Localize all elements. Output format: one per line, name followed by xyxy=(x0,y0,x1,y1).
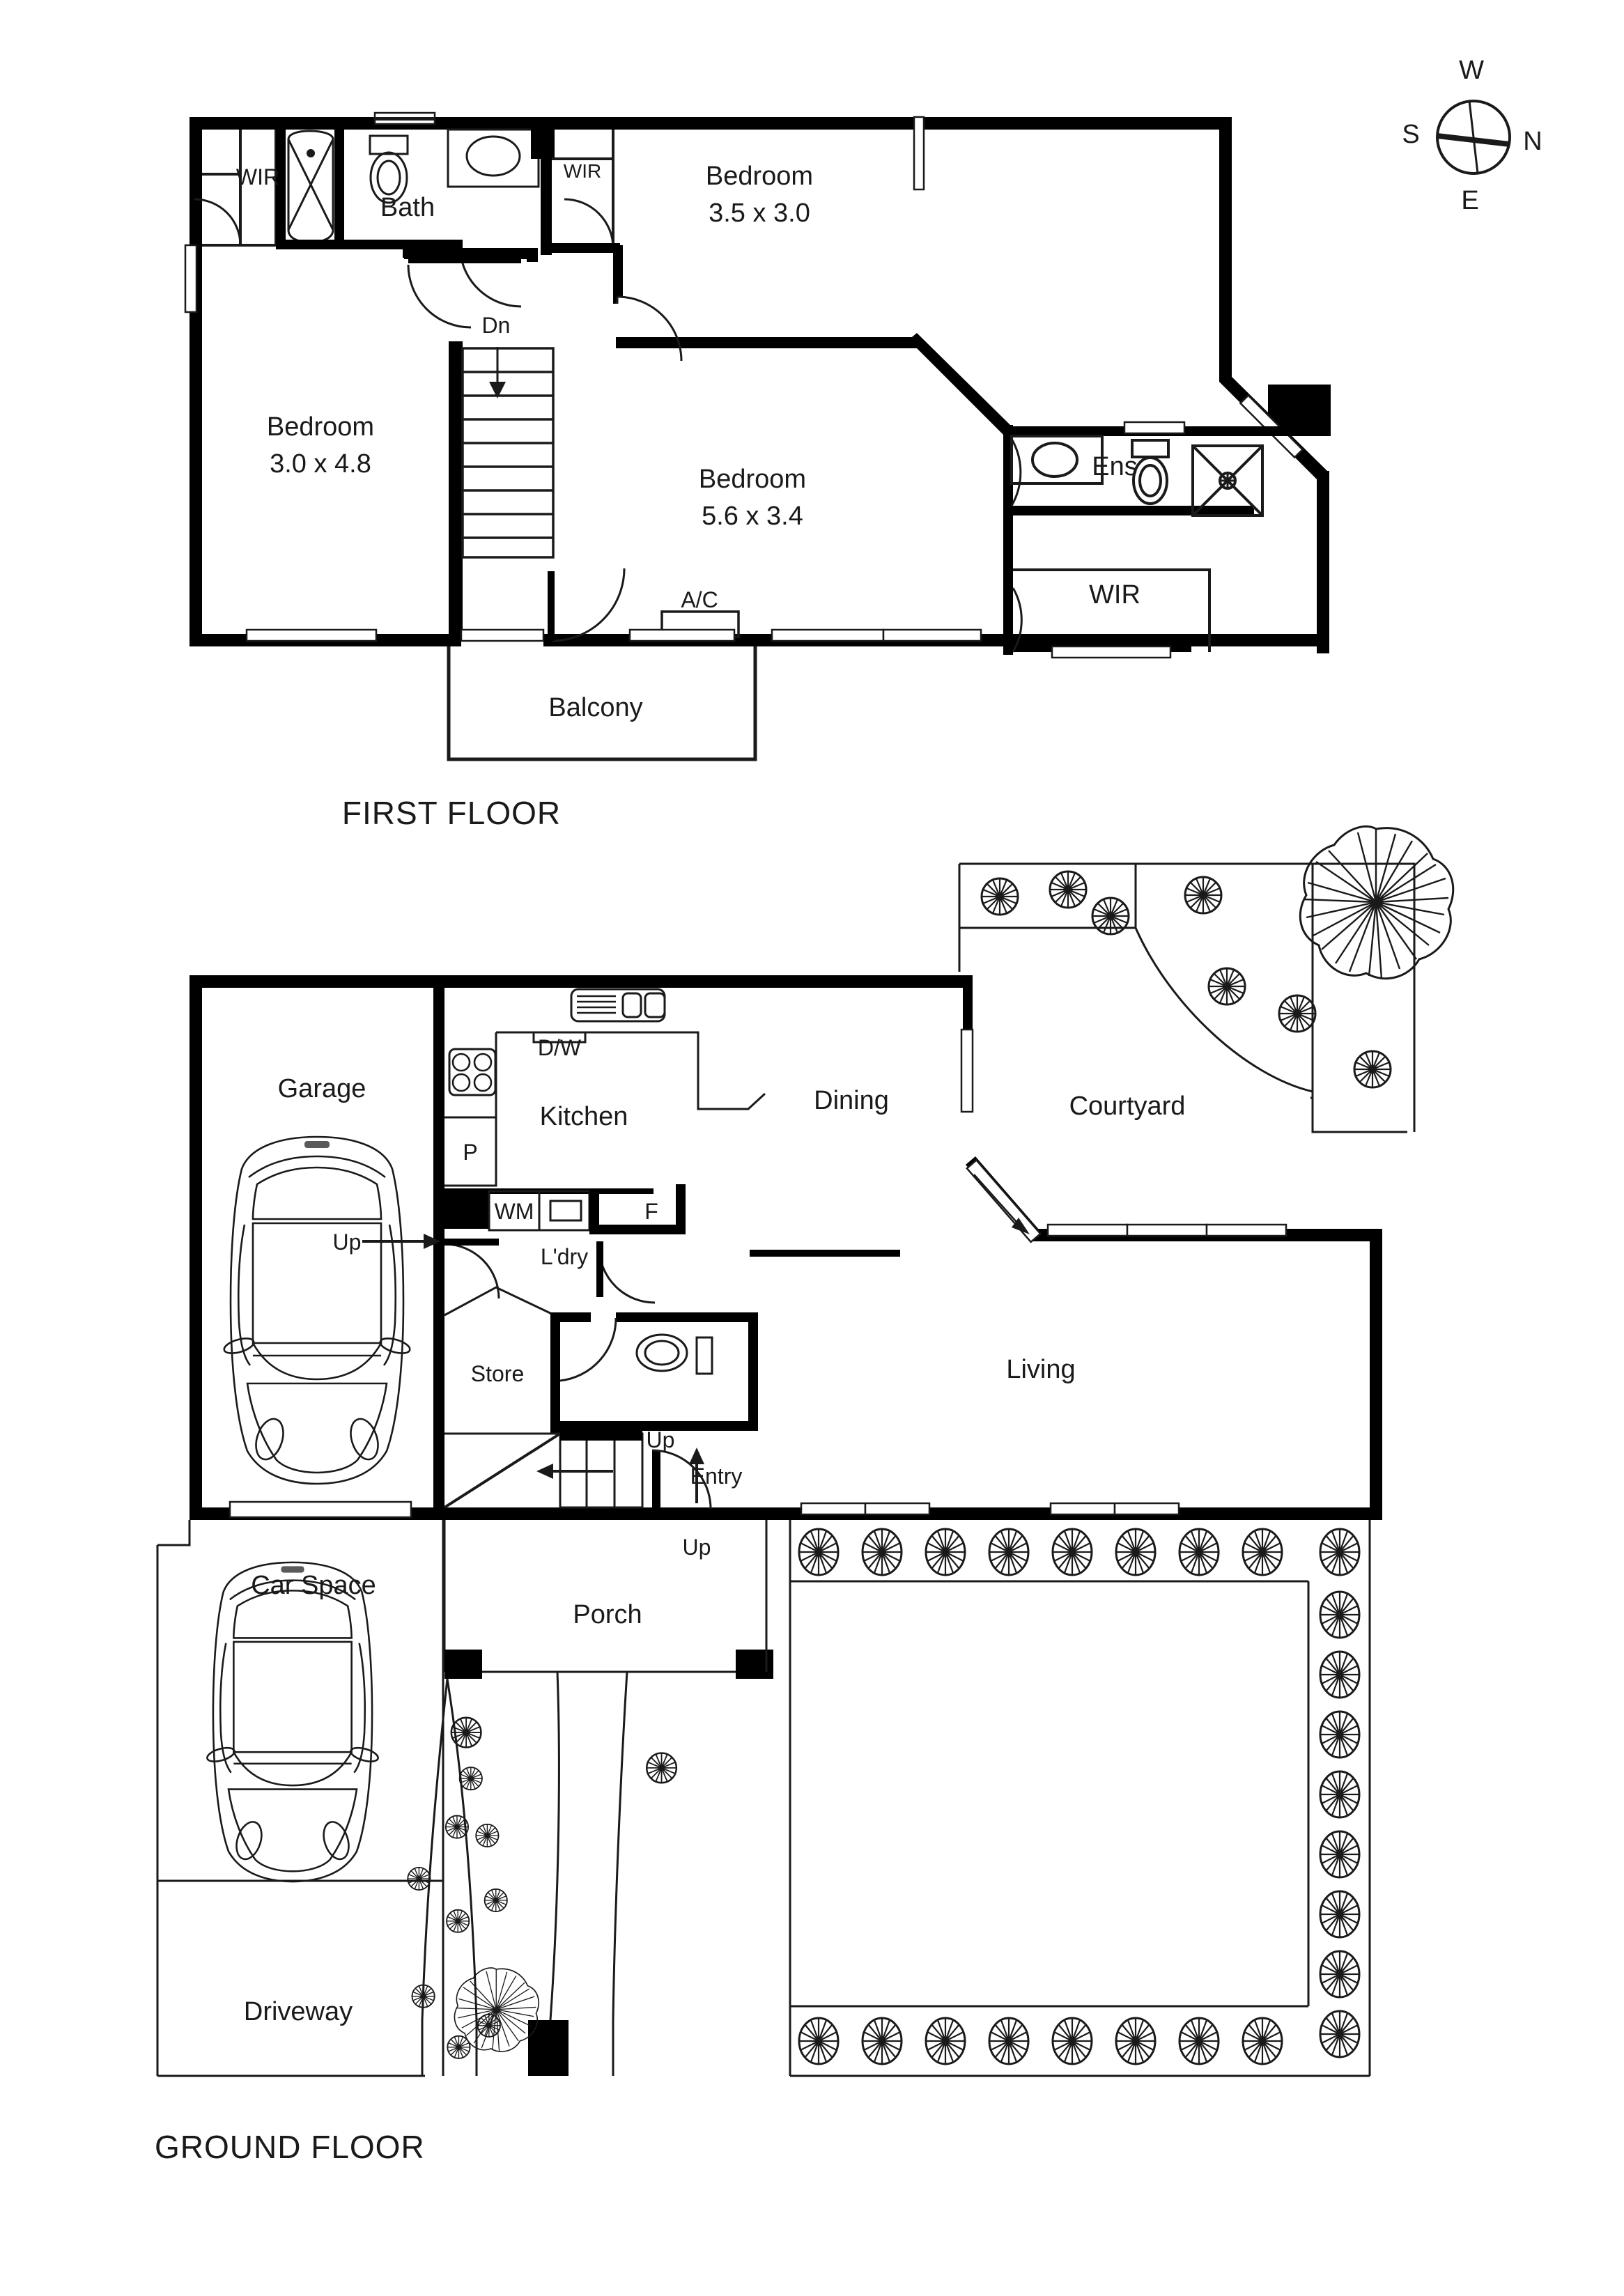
garage-car-icon xyxy=(223,1135,411,1485)
ground-floor-plan: Garage Kitchen Dining Courtyard Living L… xyxy=(155,825,1455,2165)
first-floor-bed1-walls xyxy=(613,245,1012,435)
room-label-entry: Entry xyxy=(690,1464,743,1489)
first-floor-bed1-door xyxy=(616,295,683,362)
room-label-wir-first-mid: WIR xyxy=(564,160,601,182)
compass-label-west: W xyxy=(1459,56,1484,85)
room-dims-bedroom-1: 3.5 x 3.0 xyxy=(709,199,810,228)
room-label-kitchen: Kitchen xyxy=(540,1102,628,1131)
room-label-living: Living xyxy=(1006,1355,1075,1384)
dining-bench xyxy=(750,1250,900,1257)
room-label-porch: Porch xyxy=(573,1600,642,1629)
first-floor-ens-block xyxy=(1003,421,1331,659)
room-label-laundry: L'dry xyxy=(541,1244,588,1269)
compass-label-south: S xyxy=(1402,120,1419,149)
stairs-down-label: Dn xyxy=(482,313,511,338)
compass-label-north: N xyxy=(1523,127,1542,156)
first-floor-wall-fragments xyxy=(276,117,555,262)
carspace-car-icon xyxy=(206,1561,379,1883)
room-label-bedroom-2: Bedroom xyxy=(267,412,374,442)
room-label-bath: Bath xyxy=(380,193,435,222)
room-label-car-space: Car Space xyxy=(251,1571,376,1600)
stairs-up-hall-label: Up xyxy=(647,1427,675,1452)
room-dims-bedroom-3: 5.6 x 3.4 xyxy=(702,502,803,531)
washing-machine-label: WM xyxy=(495,1199,534,1224)
room-label-garage: Garage xyxy=(278,1074,366,1103)
first-floor-balcony xyxy=(447,646,757,761)
kitchen-fixtures xyxy=(444,988,766,1187)
pantry-label: P xyxy=(463,1140,477,1165)
gate-post xyxy=(528,2020,569,2076)
first-floor-plan: WIR Bath WIR Bedroom 3.5 x 3.0 Bedroom 3… xyxy=(184,111,1331,831)
room-label-wir-first-left: WIR xyxy=(236,164,279,189)
ground-floor-openings xyxy=(229,1028,1287,1519)
room-label-courtyard: Courtyard xyxy=(1069,1092,1186,1121)
store-wc-stairs xyxy=(443,1286,758,1510)
front-garden-outline xyxy=(789,1520,1371,2077)
aircon-label: A/C xyxy=(681,587,718,612)
balcony-door-leaf xyxy=(548,571,555,641)
ground-floor-title: GROUND FLOOR xyxy=(155,2129,425,2165)
laundry-fixtures xyxy=(362,1184,686,1304)
room-dims-bedroom-2: 3.0 x 4.8 xyxy=(270,449,371,479)
room-label-store: Store xyxy=(471,1361,524,1386)
first-floor-stairs xyxy=(461,347,555,559)
fridge-label: F xyxy=(644,1199,658,1224)
room-label-dining: Dining xyxy=(814,1086,889,1115)
room-label-ens: Ens xyxy=(1092,452,1137,481)
room-label-bedroom-3: Bedroom xyxy=(699,465,806,494)
stairs-up-entry-label: Up xyxy=(683,1535,711,1560)
compass-rose xyxy=(1436,100,1511,175)
first-floor-wir2 xyxy=(552,130,620,253)
first-floor-title: FIRST FLOOR xyxy=(342,795,561,831)
first-floor-balcony-windows xyxy=(245,628,982,642)
dishwasher-label: D/W xyxy=(538,1035,582,1060)
room-label-bedroom-1: Bedroom xyxy=(706,162,813,191)
porch-outline xyxy=(443,1520,773,1679)
room-label-wir-first-right: WIR xyxy=(1089,580,1140,610)
stairs-up-laundry-label: Up xyxy=(333,1230,362,1255)
balcony-door-arc xyxy=(551,568,626,642)
room-label-driveway: Driveway xyxy=(244,1997,353,2026)
compass-label-east: E xyxy=(1461,186,1478,215)
room-label-balcony: Balcony xyxy=(548,693,642,722)
